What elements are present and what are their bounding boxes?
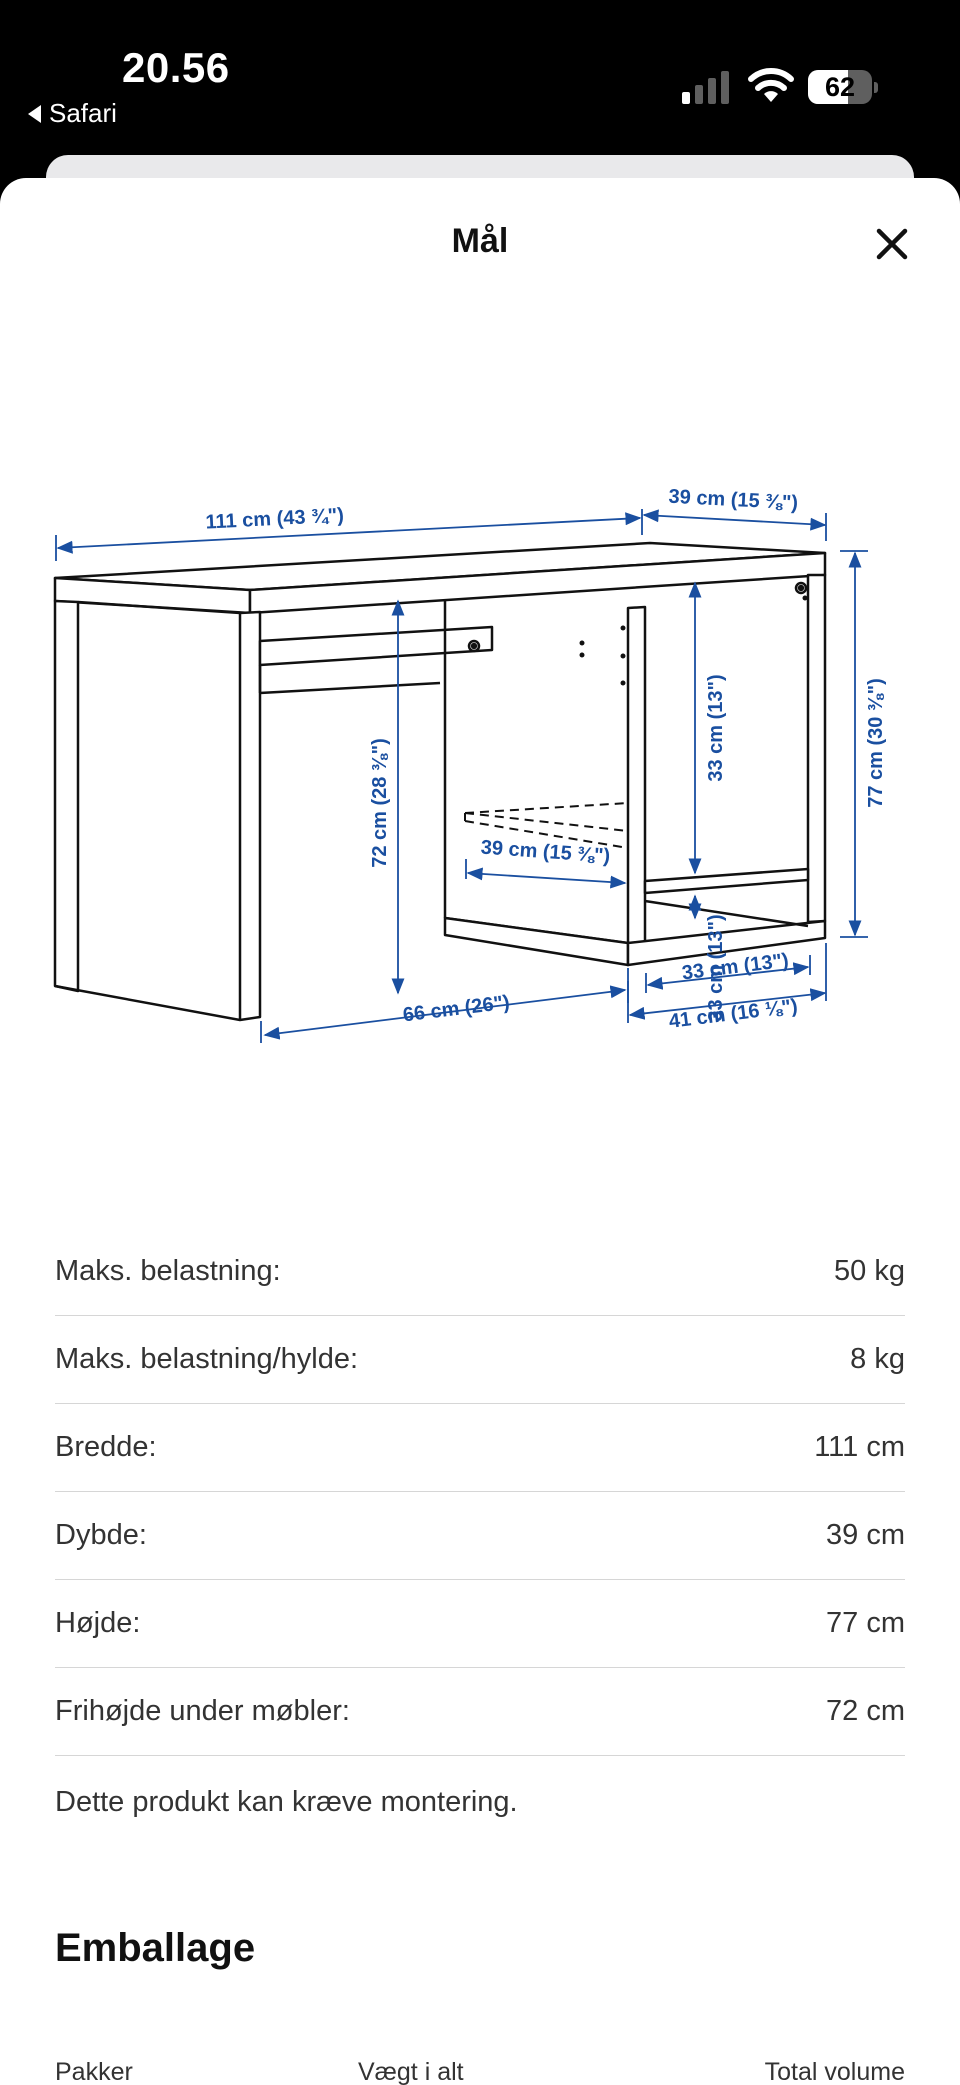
spec-list: Maks. belastning: 50 kg Maks. belastning…	[55, 1228, 905, 1756]
dim-label-height-under: 72 cm (28 ⅜")	[369, 738, 391, 868]
dim-line-knee-width	[263, 985, 627, 1040]
desk-outline	[53, 541, 827, 1022]
spec-label: Maks. belastning:	[55, 1255, 281, 1287]
dim-label-width-top: 111 cm (43 ¾")	[205, 504, 344, 533]
status-time: 20.56	[122, 44, 230, 91]
battery-percent: 62	[824, 72, 856, 102]
dim-line-shelf-inner	[646, 962, 810, 990]
dim-label-knee-width: 66 cm (26")	[402, 992, 511, 1027]
spec-row: Dybde: 39 cm	[55, 1492, 905, 1580]
spec-value: 77 cm	[826, 1607, 905, 1639]
close-button[interactable]	[866, 218, 918, 270]
dim-label-shelf-lower: 33 cm (13")	[705, 914, 727, 1021]
spec-row: Maks. belastning: 50 kg	[55, 1228, 905, 1316]
spec-label: Dybde:	[55, 1519, 147, 1551]
close-icon	[876, 228, 908, 260]
dim-label-depth-top: 39 cm (15 ⅜")	[668, 486, 799, 515]
spec-label: Bredde:	[55, 1431, 157, 1463]
spec-row: Frihøjde under møbler: 72 cm	[55, 1668, 905, 1756]
back-to-app-link[interactable]: Safari	[28, 98, 117, 129]
wifi-icon	[748, 68, 794, 102]
sheet-title: Mål	[451, 222, 509, 260]
column-total-weight: Vægt i alt	[358, 2058, 464, 2085]
dim-label-shelf-outer: 41 cm (16 ⅛")	[668, 995, 799, 1033]
column-packages: Pakker	[55, 2058, 133, 2085]
spec-value: 111 cm	[814, 1431, 905, 1463]
spec-label: Højde:	[55, 1607, 141, 1639]
spec-value: 72 cm	[826, 1695, 905, 1727]
battery-icon: 62	[808, 70, 878, 104]
spec-label: Maks. belastning/hylde:	[55, 1343, 359, 1375]
packaging-title: Emballage	[55, 1926, 256, 1970]
product-dimension-diagram: 111 cm (43 ¾") 39 cm (15 ⅜") 77 cm (30 ⅜…	[53, 486, 887, 1043]
dim-label-height-total: 77 cm (30 ⅜")	[865, 678, 887, 808]
dim-line-shelf-outer	[628, 988, 827, 1020]
spec-value: 8 kg	[850, 1343, 905, 1375]
spec-label: Frihøjde under møbler:	[55, 1695, 350, 1727]
column-total-volume: Total volume	[764, 2058, 905, 2085]
dim-line-shelf-depth	[466, 867, 627, 889]
back-arrow-icon	[28, 104, 41, 123]
shelf-extended-dashed	[464, 802, 629, 849]
dim-label-shelf-upper: 33 cm (13")	[705, 674, 727, 781]
spec-row: Højde: 77 cm	[55, 1580, 905, 1668]
spec-row: Maks. belastning/hylde: 8 kg	[55, 1316, 905, 1404]
assembly-note: Dette produkt kan kræve montering.	[55, 1786, 518, 1818]
spec-row: Bredde: 111 cm	[55, 1404, 905, 1492]
back-app-label: Safari	[49, 98, 117, 128]
dim-line-depth-top	[642, 509, 827, 531]
spec-value: 39 cm	[826, 1519, 905, 1551]
status-bar: 20.56 Safari 62	[0, 0, 960, 160]
spec-value: 50 kg	[834, 1255, 905, 1287]
dimensions-sheet: Mål	[0, 178, 960, 2085]
cellular-signal-icon	[682, 71, 729, 104]
dim-line-width-top	[56, 512, 642, 554]
